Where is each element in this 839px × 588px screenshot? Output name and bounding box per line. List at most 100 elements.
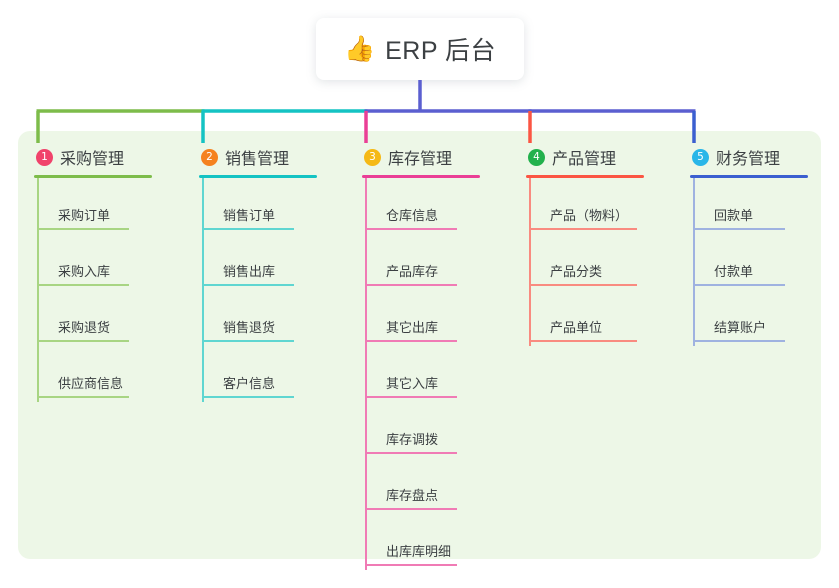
list-item[interactable]: 采购退货	[34, 290, 184, 346]
list-item[interactable]: 其它出库	[362, 290, 512, 346]
list-item-label: 采购订单	[58, 208, 111, 223]
thumbs-up-icon: 👍	[343, 34, 376, 63]
item-list-2: 销售订单销售出库销售退货客户信息	[199, 178, 349, 402]
list-item-rule	[365, 340, 457, 342]
list-item-rule	[365, 228, 457, 230]
column-badge-2: 2	[201, 148, 218, 166]
list-item-label: 销售出库	[223, 264, 276, 279]
column-rule-1	[34, 175, 152, 178]
list-item[interactable]: 产品（物料）	[526, 178, 676, 234]
column-2: 2 销售管理销售订单销售出库销售退货客户信息	[199, 145, 349, 402]
list-item-rule	[693, 284, 785, 286]
item-spine-2	[202, 178, 204, 402]
column-title-4: 产品管理	[552, 151, 617, 168]
column-3: 3 库存管理仓库信息产品库存其它出库其它入库库存调拨库存盘点出库库明细	[362, 145, 512, 570]
list-item[interactable]: 回款单	[690, 178, 839, 234]
list-item-label: 销售退货	[223, 320, 276, 335]
column-4: 4 产品管理产品（物料） 产品分类产品单位	[526, 145, 676, 346]
list-item[interactable]: 出库库明细	[362, 514, 512, 570]
list-item-rule	[37, 396, 129, 398]
list-item[interactable]: 产品单位	[526, 290, 676, 346]
list-item-label: 仓库信息	[386, 208, 439, 223]
list-item-label: 采购退货	[58, 320, 111, 335]
list-item-label: 其它入库	[386, 376, 439, 391]
item-spine-3	[365, 178, 367, 570]
column-header-3[interactable]: 3 库存管理	[362, 145, 512, 169]
list-item-rule	[37, 228, 129, 230]
list-item[interactable]: 产品分类	[526, 234, 676, 290]
list-item-label: 产品单位	[550, 320, 603, 335]
root-title: ERP 后台	[385, 37, 497, 65]
list-item-rule	[693, 228, 785, 230]
list-item-rule	[37, 284, 129, 286]
list-item-label: 客户信息	[223, 376, 276, 391]
list-item-label: 销售订单	[223, 208, 276, 223]
column-header-1[interactable]: 1 采购管理	[34, 145, 184, 169]
list-item[interactable]: 库存盘点	[362, 458, 512, 514]
list-item[interactable]: 仓库信息	[362, 178, 512, 234]
list-item-rule	[693, 340, 785, 342]
column-badge-4: 4	[528, 148, 545, 166]
list-item[interactable]: 结算账户	[690, 290, 839, 346]
list-item[interactable]: 付款单	[690, 234, 839, 290]
item-list-4: 产品（物料） 产品分类产品单位	[526, 178, 676, 346]
list-item-rule	[529, 228, 637, 230]
list-item-label: 付款单	[714, 264, 754, 279]
list-item-label: 回款单	[714, 208, 754, 223]
list-item[interactable]: 库存调拨	[362, 402, 512, 458]
list-item-rule	[202, 396, 294, 398]
column-header-5[interactable]: 5 财务管理	[690, 145, 839, 169]
column-title-5: 财务管理	[716, 151, 781, 168]
list-item-label: 产品（物料）	[550, 208, 629, 223]
column-badge-5: 5	[692, 148, 709, 166]
list-item[interactable]: 供应商信息	[34, 346, 184, 402]
column-header-4[interactable]: 4 产品管理	[526, 145, 676, 169]
column-rule-3	[362, 175, 480, 178]
list-item[interactable]: 销售退货	[199, 290, 349, 346]
item-list-1: 采购订单采购入库采购退货供应商信息	[34, 178, 184, 402]
item-spine-4	[529, 178, 531, 346]
list-item-label: 库存盘点	[386, 488, 439, 503]
list-item-rule	[365, 396, 457, 398]
list-item-rule	[529, 284, 637, 286]
list-item-label: 供应商信息	[58, 376, 124, 391]
column-rule-4	[526, 175, 644, 178]
column-1: 1 采购管理采购订单采购入库采购退货供应商信息	[34, 145, 184, 402]
item-spine-5	[693, 178, 695, 346]
list-item[interactable]: 采购入库	[34, 234, 184, 290]
list-item-rule	[365, 508, 457, 510]
list-item-label: 产品库存	[386, 264, 439, 279]
list-item-rule	[365, 284, 457, 286]
list-item[interactable]: 产品库存	[362, 234, 512, 290]
list-item-rule	[202, 228, 294, 230]
list-item-rule	[529, 340, 637, 342]
list-item-rule	[37, 340, 129, 342]
diagram-panel	[18, 131, 821, 559]
column-badge-3: 3	[364, 148, 381, 166]
column-rule-2	[199, 175, 317, 178]
list-item[interactable]: 销售订单	[199, 178, 349, 234]
column-title-1: 采购管理	[60, 151, 125, 168]
column-rule-5	[690, 175, 808, 178]
column-title-3: 库存管理	[388, 151, 453, 168]
list-item[interactable]: 销售出库	[199, 234, 349, 290]
item-list-3: 仓库信息产品库存其它出库其它入库库存调拨库存盘点出库库明细	[362, 178, 512, 570]
root-node[interactable]: 👍 ERP 后台	[316, 18, 524, 80]
list-item-label: 其它出库	[386, 320, 439, 335]
list-item[interactable]: 客户信息	[199, 346, 349, 402]
column-badge-1: 1	[36, 148, 53, 166]
list-item[interactable]: 采购订单	[34, 178, 184, 234]
item-list-5: 回款单付款单结算账户	[690, 178, 839, 346]
column-5: 5 财务管理回款单付款单结算账户	[690, 145, 839, 346]
list-item[interactable]: 其它入库	[362, 346, 512, 402]
item-spine-1	[37, 178, 39, 402]
column-title-2: 销售管理	[225, 151, 290, 168]
list-item-rule	[365, 452, 457, 454]
list-item-label: 出库库明细	[386, 544, 452, 559]
list-item-label: 结算账户	[714, 320, 767, 335]
list-item-rule	[202, 340, 294, 342]
list-item-label: 库存调拨	[386, 432, 439, 447]
list-item-label: 产品分类	[550, 264, 603, 279]
column-header-2[interactable]: 2 销售管理	[199, 145, 349, 169]
